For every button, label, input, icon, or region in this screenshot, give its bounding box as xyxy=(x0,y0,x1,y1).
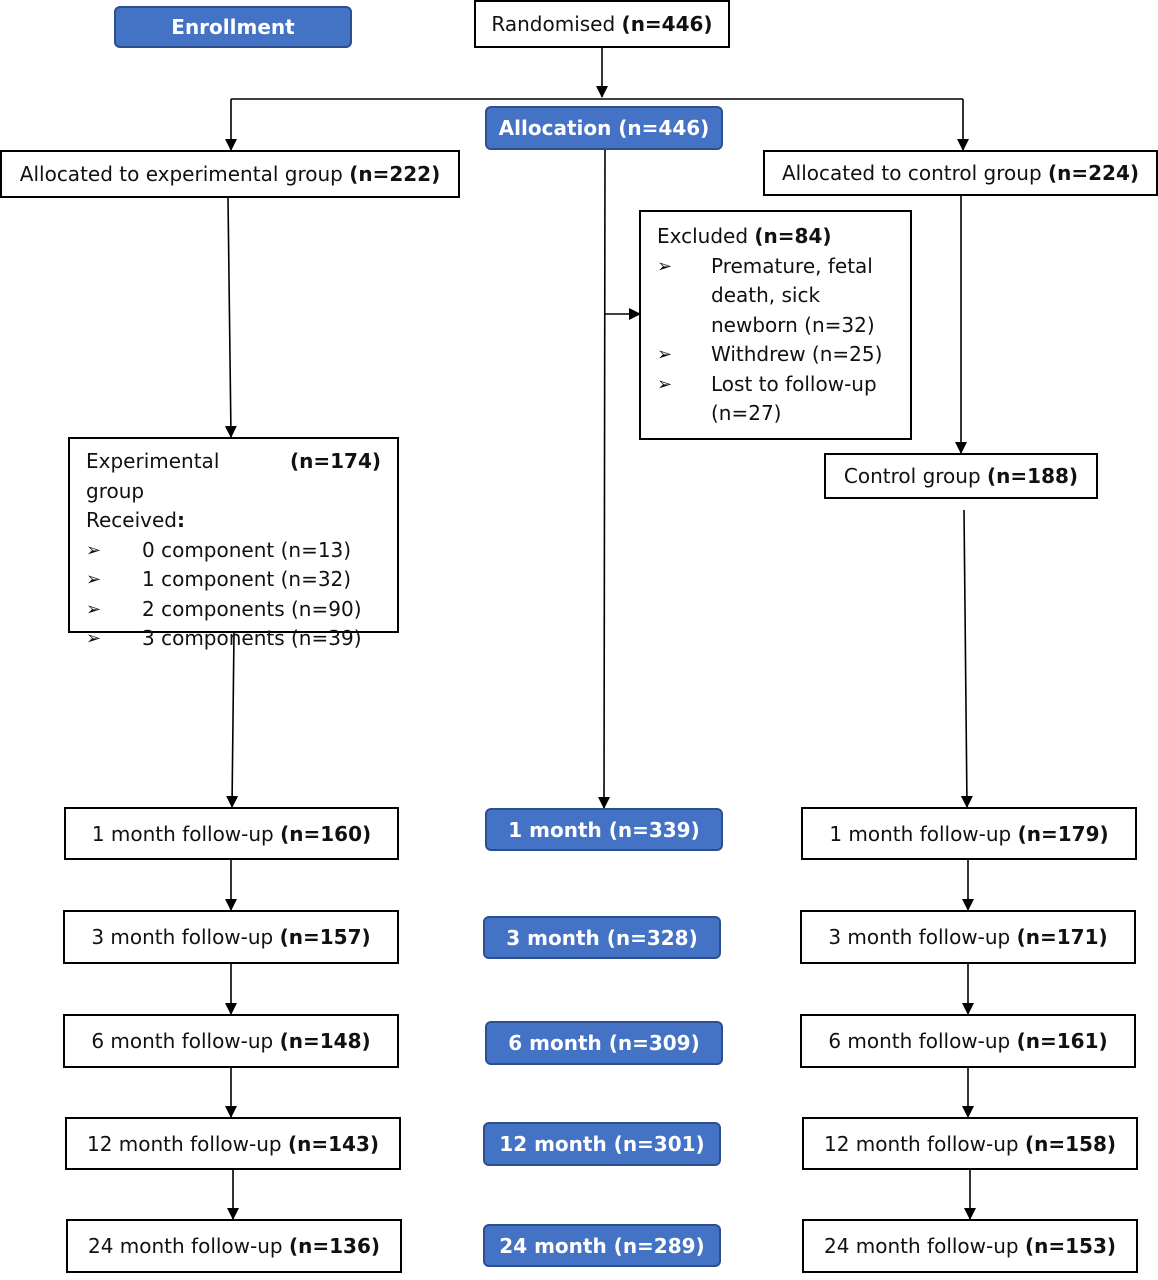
followup-n: (n=161) xyxy=(1016,1029,1108,1053)
followup-n: (n=136) xyxy=(288,1234,381,1258)
arrow-bullet-icon: ➢ xyxy=(86,539,102,561)
followup-n: (n=158) xyxy=(1024,1131,1117,1156)
followup-n: (n=157) xyxy=(279,925,371,949)
excluded-item-line: newborn (n=32) xyxy=(711,312,875,337)
arrow-allocation-to-1month xyxy=(598,149,611,809)
followup-label: 12 month follow-up xyxy=(823,1131,1019,1156)
excluded-item-line: Lost to follow-up xyxy=(711,371,877,396)
component-label: 3 components (n=39) xyxy=(142,626,362,650)
arrow-control-group-to-1month xyxy=(960,509,973,808)
randomised-label: Randomised xyxy=(491,12,616,36)
total-followup-12-month: 12 month (n=301) xyxy=(483,1122,721,1166)
followup-label: 1 month follow-up xyxy=(829,821,1012,846)
total-followup-1-month: 1 month (n=339) xyxy=(485,808,723,851)
control-allocation-label: Allocated to control group xyxy=(781,161,1042,185)
total-followup-6-month: 6 month (n=309) xyxy=(485,1021,723,1065)
followup-label: 3 month follow-up xyxy=(828,925,1011,949)
excluded-item: ➢ Lost to follow-up (n=27) xyxy=(657,370,877,429)
experimental-allocation-label: Allocated to experimental group xyxy=(19,162,343,186)
followup-n: (n=148) xyxy=(279,1029,371,1053)
received-text: Received xyxy=(86,508,177,532)
arrow-bullet-icon: ➢ xyxy=(657,255,673,277)
excluded-box: Excluded (n=84) ➢ Premature, fetal death… xyxy=(639,210,912,440)
arrow-bullet-icon: ➢ xyxy=(657,373,673,395)
arrow-bullet-icon: ➢ xyxy=(86,598,102,620)
followup-n: (n=160) xyxy=(280,821,372,846)
excluded-title: Excluded (n=84) xyxy=(657,222,832,252)
control-allocation-box: Allocated to control group (n=224) xyxy=(763,150,1158,196)
experimental-group-box: Experimental group (n=174) Received: ➢ 0… xyxy=(68,437,399,650)
allocation-label: Allocation (n=446) xyxy=(485,106,723,150)
followup-n: (n=171) xyxy=(1016,925,1108,949)
followup-n: (n=153) xyxy=(1024,1234,1117,1258)
experimental-group-title-label: Experimental group xyxy=(86,449,220,503)
followup-label: 6 month follow-up xyxy=(828,1029,1011,1053)
followup-label: 12 month follow-up xyxy=(86,1131,282,1156)
component-label: 1 component (n=32) xyxy=(142,567,352,591)
randomised-n: (n=446) xyxy=(621,12,713,36)
experimental-group-n: (n=174) xyxy=(289,449,381,473)
received-colon: : xyxy=(177,508,185,532)
control-followup-12-month: 12 month follow-up (n=158) xyxy=(802,1117,1138,1170)
control-group-n: (n=188) xyxy=(987,464,1079,488)
component-label: 2 components (n=90) xyxy=(142,596,362,621)
excluded-item-line: death, sick xyxy=(711,283,821,307)
experimental-followup-6-month: 6 month follow-up (n=148) xyxy=(63,1014,399,1068)
excluded-item: ➢ Premature, fetal death, sick newborn (… xyxy=(657,252,875,341)
excluded-item-line: Premature, fetal xyxy=(711,253,873,278)
experimental-group-title: Experimental group (n=174) xyxy=(86,447,381,506)
total-followup-3-month: 3 month (n=328) xyxy=(483,916,721,959)
component-item: ➢ 1 component (n=32) xyxy=(86,565,351,595)
control-followup-24-month: 24 month follow-up (n=153) xyxy=(802,1219,1138,1273)
experimental-followup-1-month: 1 month follow-up (n=160) xyxy=(64,807,399,860)
arrow-exp-group-to-1month xyxy=(226,632,239,808)
component-item: ➢ 2 components (n=90) xyxy=(86,595,362,625)
received-label: Received: xyxy=(86,506,185,536)
control-followup-6-month: 6 month follow-up (n=161) xyxy=(800,1014,1136,1068)
followup-label: 24 month follow-up xyxy=(87,1234,283,1258)
control-followup-1-month: 1 month follow-up (n=179) xyxy=(801,807,1137,860)
control-group-box: Control group (n=188) xyxy=(824,453,1098,499)
control-allocation-n: (n=224) xyxy=(1048,161,1140,185)
followup-label: 3 month follow-up xyxy=(91,925,274,949)
followup-n: (n=179) xyxy=(1017,821,1109,846)
arrow-bullet-icon: ➢ xyxy=(86,628,102,649)
experimental-followup-24-month: 24 month follow-up (n=136) xyxy=(66,1219,402,1273)
control-followup-3-month: 3 month follow-up (n=171) xyxy=(800,910,1136,964)
excluded-item-line: Withdrew (n=25) xyxy=(711,342,883,366)
enrollment-label: Enrollment xyxy=(114,6,352,48)
experimental-followup-3-month: 3 month follow-up (n=157) xyxy=(63,910,399,964)
excluded-item-line: (n=27) xyxy=(711,401,782,425)
total-followup-24-month: 24 month (n=289) xyxy=(483,1224,721,1267)
component-item: ➢ 3 components (n=39) xyxy=(86,624,362,654)
excluded-item: ➢ Withdrew (n=25) xyxy=(657,340,882,370)
randomised-box: Randomised (n=446) xyxy=(474,0,730,48)
experimental-followup-12-month: 12 month follow-up (n=143) xyxy=(65,1117,401,1170)
component-item: ➢ 0 component (n=13) xyxy=(86,536,351,566)
followup-label: 24 month follow-up xyxy=(823,1234,1019,1258)
component-label: 0 component (n=13) xyxy=(142,537,352,562)
followup-n: (n=143) xyxy=(287,1131,380,1156)
followup-label: 1 month follow-up xyxy=(91,821,274,846)
excluded-title-label: Excluded xyxy=(657,224,749,248)
arrow-to-experimental-group xyxy=(224,197,237,438)
arrow-bullet-icon: ➢ xyxy=(657,344,673,365)
excluded-n: (n=84) xyxy=(754,224,832,248)
followup-label: 6 month follow-up xyxy=(91,1029,274,1053)
experimental-allocation-n: (n=222) xyxy=(349,162,441,186)
control-group-label: Control group xyxy=(843,464,981,488)
experimental-allocation-box: Allocated to experimental group (n=222) xyxy=(0,150,460,198)
arrow-bullet-icon: ➢ xyxy=(86,569,102,590)
